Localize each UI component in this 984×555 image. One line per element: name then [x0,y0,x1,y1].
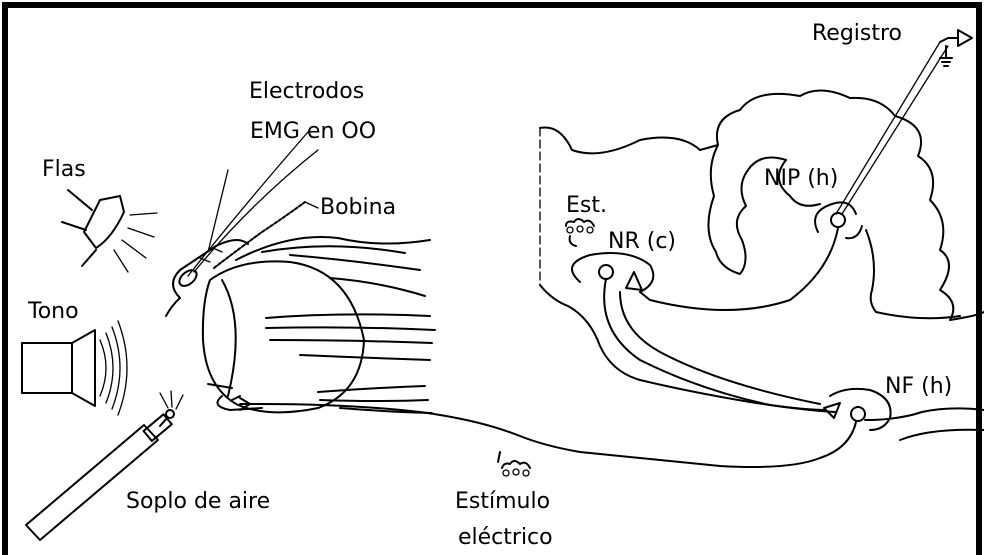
label-nr: NR (c) [608,229,676,254]
speaker-icon [22,321,127,415]
label-nf: NF (h) [885,374,952,399]
nf-nucleus [824,389,891,430]
label-estimulo-2: eléctrico [458,525,553,550]
search-coil [214,202,305,268]
air-puff-tube-icon [26,391,183,540]
frame [5,5,979,555]
nip-nucleus [815,202,862,238]
nr-nucleus [572,253,653,292]
stim-electrode-electric [498,452,530,476]
emg-electrodes [188,132,318,276]
label-bobina: Bobina [320,195,396,220]
label-registro: Registro [812,21,902,46]
label-estimulo-1: Estímulo [455,489,550,514]
label-electrodos-1: Electrodos [249,79,364,104]
label-electrodos-2: EMG en OO [250,119,376,144]
stim-electrode-est [566,219,594,246]
eye-illustration [166,237,435,413]
flash-lamp-icon [62,190,157,272]
label-est: Est. [566,193,607,218]
coil-leader [305,202,318,208]
recording-electrode [836,30,972,214]
label-tono: Tono [27,299,79,324]
neural-pathways [240,228,856,467]
label-nip: NIP (h) [764,166,838,191]
label-soplo: Soplo de aire [126,489,270,514]
label-flas: Flas [42,157,86,182]
